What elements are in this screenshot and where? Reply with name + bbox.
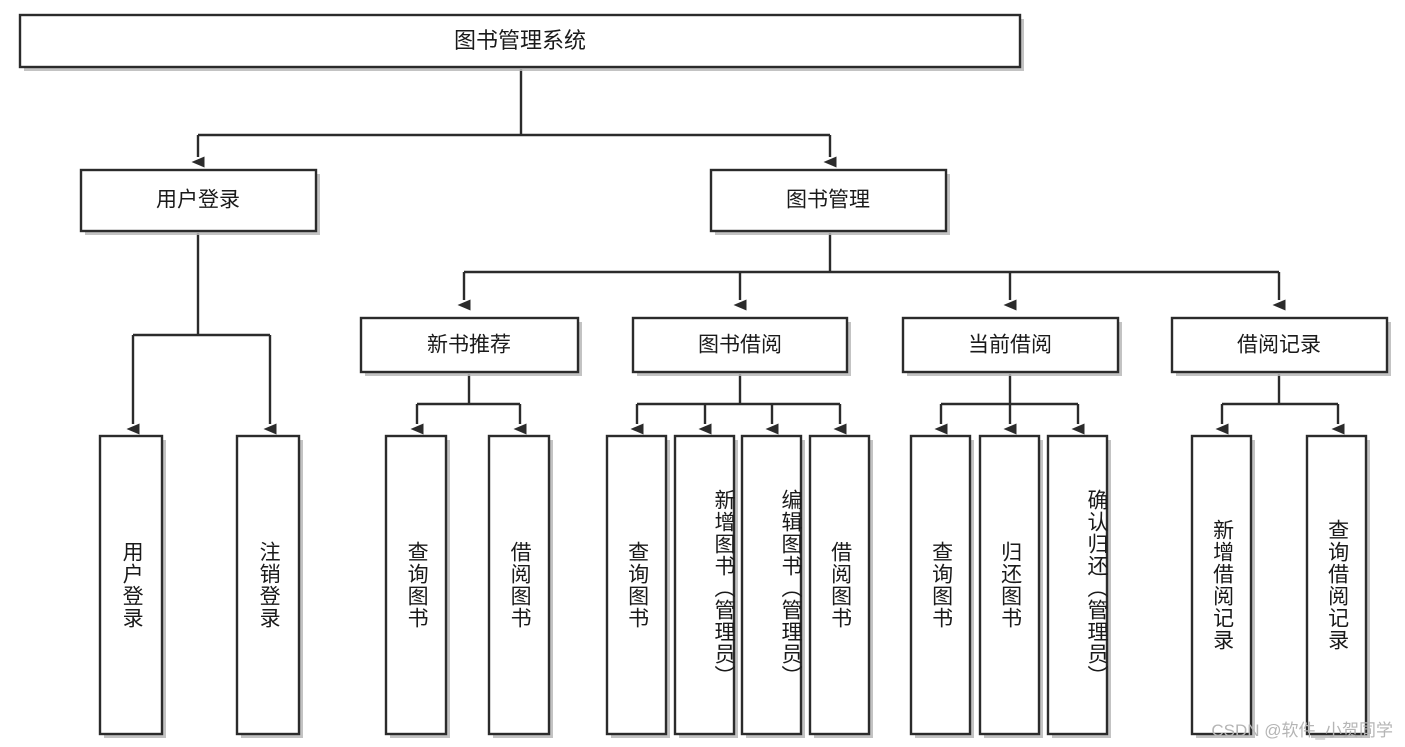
node-newbook-label: 新书推荐 [427, 334, 511, 357]
node-leaf-newbook-borrow[interactable] [487, 434, 553, 738]
node-current[interactable]: 当前借阅 [901, 316, 1122, 376]
leaf-boxes [98, 434, 1370, 738]
connector-bookmgmt-to-level3 [457, 233, 1286, 311]
connector-login-to-leaves [126, 233, 277, 435]
node-bookmgmt-label: 图书管理 [786, 189, 870, 212]
node-leaf-records-add[interactable] [1190, 434, 1255, 738]
node-bookmgmt[interactable]: 图书管理 [709, 168, 950, 235]
connector-borrow-to-leaves [630, 374, 847, 435]
node-leaf-borrow-query[interactable] [605, 434, 670, 738]
connector-records-to-leaves [1215, 374, 1345, 435]
connector-current-to-leaves [934, 374, 1085, 435]
node-borrow-label: 图书借阅 [698, 334, 782, 357]
node-leaf-borrow-lend[interactable] [808, 434, 873, 738]
node-login-label: 用户登录 [156, 189, 240, 212]
node-root-label: 图书管理系统 [454, 28, 586, 53]
node-records[interactable]: 借阅记录 [1170, 316, 1391, 376]
watermark: CSDN @软件_小贺同学 [1211, 721, 1393, 740]
node-leaf-records-query[interactable] [1305, 434, 1370, 738]
connector-newbook-to-leaves [410, 374, 527, 435]
node-leaf-current-query[interactable] [909, 434, 974, 738]
node-leaf-borrow-add[interactable] [673, 434, 738, 738]
node-login[interactable]: 用户登录 [79, 168, 320, 235]
node-leaf-user-login[interactable] [98, 434, 166, 738]
node-leaf-borrow-edit[interactable] [740, 434, 805, 738]
node-leaf-current-confirm[interactable] [1046, 434, 1111, 738]
node-leaf-newbook-query[interactable] [384, 434, 450, 738]
node-current-label: 当前借阅 [968, 334, 1052, 357]
node-newbook[interactable]: 新书推荐 [359, 316, 582, 376]
node-leaf-user-logout[interactable] [235, 434, 303, 738]
node-root[interactable]: 图书管理系统 [18, 13, 1024, 71]
connector-root-to-level2 [191, 69, 837, 168]
node-leaf-current-return[interactable] [978, 434, 1043, 738]
node-borrow[interactable]: 图书借阅 [631, 316, 851, 376]
node-records-label: 借阅记录 [1237, 334, 1321, 357]
